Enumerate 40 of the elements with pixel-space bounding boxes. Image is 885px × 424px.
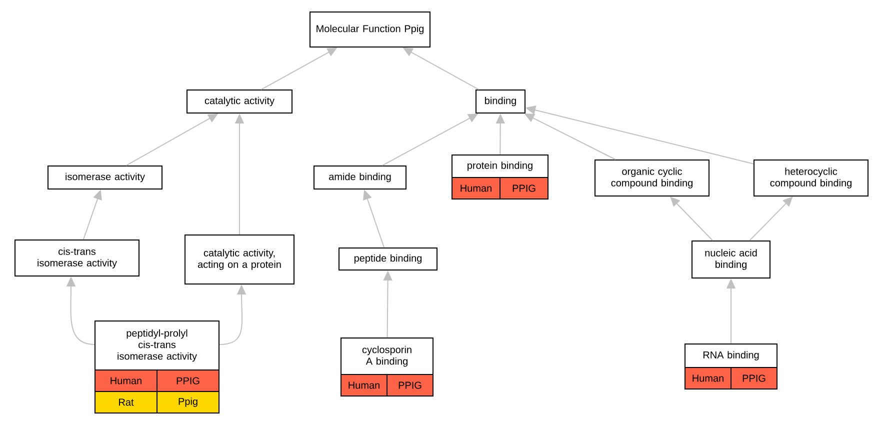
term-box [754, 160, 868, 196]
term-label: binding [485, 96, 516, 106]
annotation-cell: PPIG [730, 367, 778, 390]
term-label: organic cyclic compound binding [611, 168, 692, 188]
term-box [14, 240, 140, 276]
annotation-cell: PPIG [386, 374, 434, 396]
term-label: catalytic activity [204, 96, 274, 106]
term-label: peptidyl-prolyl cis-trans isomerase activity [118, 329, 197, 362]
annotation-cell: Human [94, 370, 158, 392]
term-label: cyclosporin A binding [362, 346, 412, 367]
term-box [594, 160, 710, 196]
term-box [186, 90, 292, 114]
term-label: nucleic acid binding [705, 249, 757, 270]
term-box [310, 12, 430, 48]
term-label: isomerase activity [66, 172, 145, 182]
annotation-cell: Ppig [156, 391, 220, 414]
term-box [340, 338, 434, 396]
term-box [476, 90, 526, 114]
term-label: catalytic activity, acting on a protein [198, 249, 281, 270]
term-label: Molecular Function Ppig [316, 24, 424, 34]
term-box [48, 166, 162, 190]
term-box [684, 344, 778, 390]
annotation-cell: Human [684, 367, 732, 390]
term-box [452, 154, 548, 200]
term-box [314, 166, 406, 190]
annotation-cell: PPIG [500, 177, 548, 200]
term-label: amide binding [329, 172, 391, 182]
term-label: heterocyclic compound binding [770, 168, 852, 188]
annotation-cell: PPIG [156, 370, 220, 392]
term-box [94, 320, 220, 414]
term-box [184, 234, 294, 284]
term-box [692, 240, 770, 278]
term-box [338, 248, 438, 270]
term-label: cis-trans isomerase activity [38, 248, 117, 268]
term-label: protein binding [468, 162, 532, 171]
term-label: RNA binding [703, 351, 759, 360]
annotation-cell: Rat [94, 391, 158, 414]
annotation-cell: Human [340, 374, 388, 396]
term-label: peptide binding [354, 254, 422, 264]
annotation-cell: Human [452, 177, 500, 200]
